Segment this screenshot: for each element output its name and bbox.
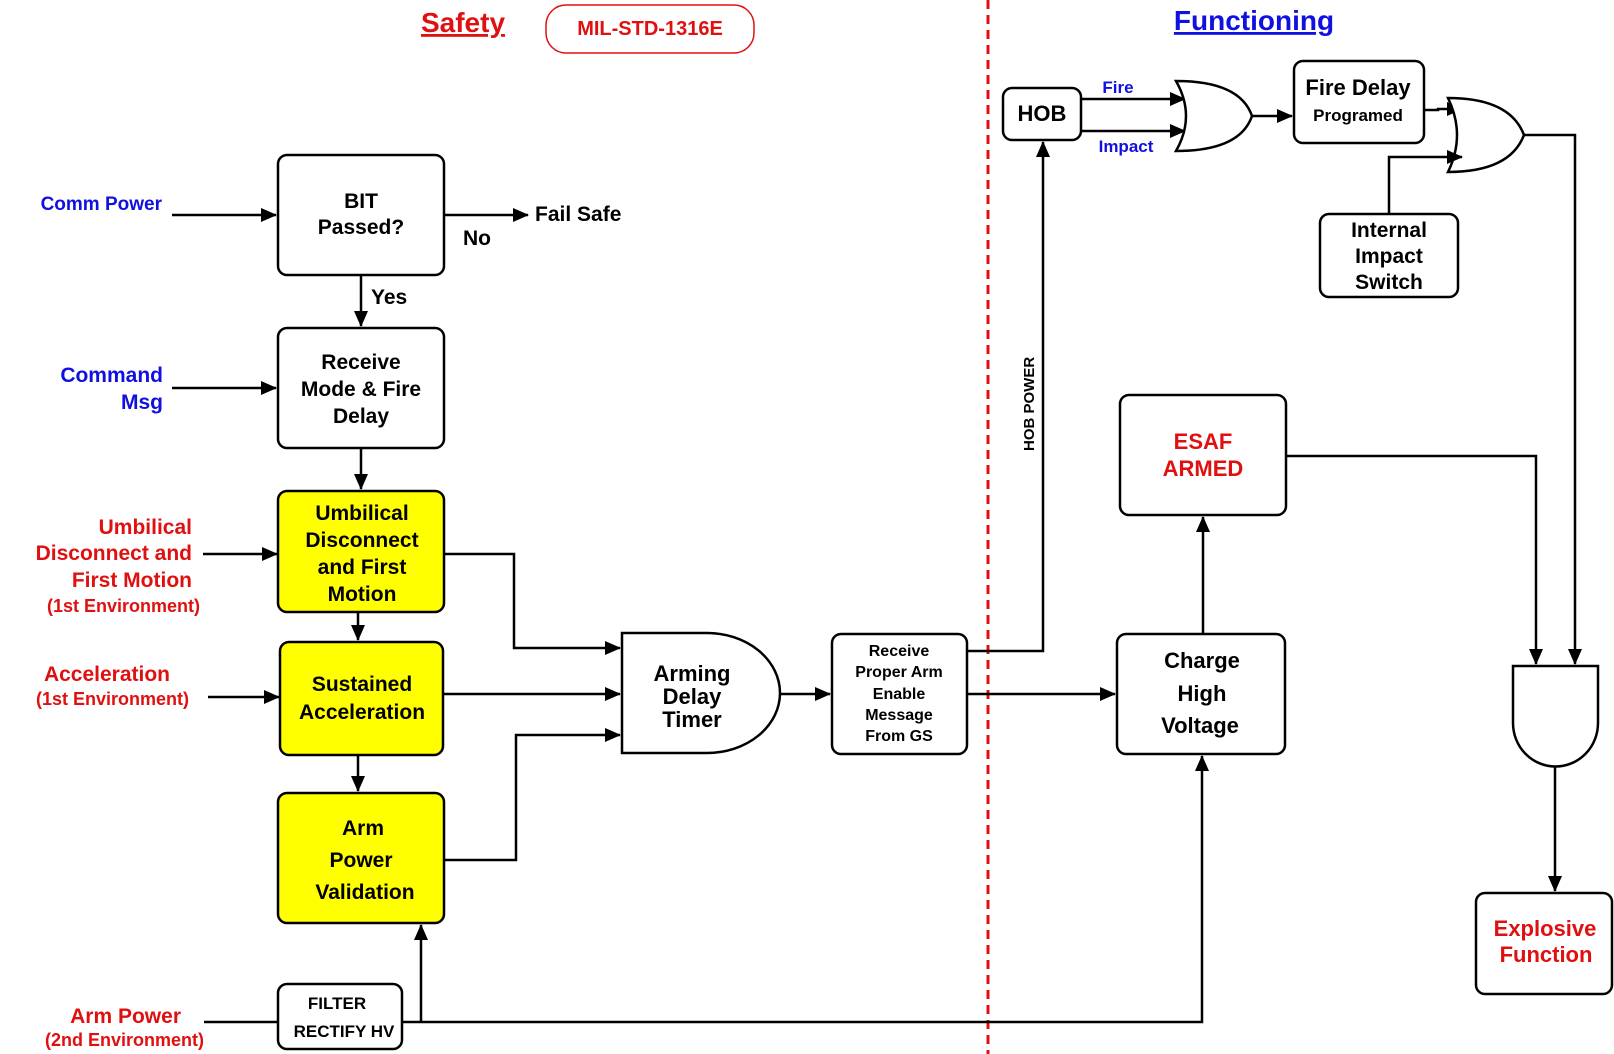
or-gate-1	[1173, 79, 1254, 153]
charge-line3: Voltage	[1161, 713, 1239, 738]
arm-power-val-line2: Power	[329, 849, 392, 872]
arm-val-to-timer-wire	[444, 728, 621, 862]
receive-arm-line3: Enable	[873, 686, 926, 703]
receive-mode-line3: Delay	[333, 405, 389, 428]
umbilical-block-line3: and First	[318, 556, 407, 579]
receive-mode-line1: Receive	[321, 351, 400, 374]
yes-label: Yes	[371, 286, 407, 309]
explosive-line2: Function	[1500, 942, 1593, 967]
acceleration-input-line1: Acceleration	[44, 663, 170, 686]
filter-block	[276, 982, 404, 1051]
impact-label: Impact	[1099, 137, 1154, 156]
charge-line1: Charge	[1164, 648, 1240, 673]
functioning-header: Functioning	[1174, 5, 1334, 36]
safety-header: Safety	[421, 7, 505, 38]
command-msg-line2: Msg	[121, 391, 163, 414]
arm-power-val-line1: Arm	[342, 817, 384, 840]
hob-label: HOB	[1018, 101, 1067, 126]
arming-timer-line2: Delay	[663, 684, 722, 709]
esaf-to-and-wire	[1286, 454, 1543, 665]
receive-arm-line1: Receive	[869, 643, 930, 660]
fire-delay-line1: Fire Delay	[1305, 75, 1411, 100]
internal-switch-line2: Impact	[1355, 245, 1423, 268]
arming-timer-line3: Timer	[662, 707, 722, 732]
umbilical-to-timer-wire	[444, 552, 621, 655]
umbilical-input-line4: (1st Environment)	[47, 596, 200, 616]
esaf-armed-block	[1118, 393, 1288, 517]
hob-power-label: HOB POWER	[1021, 357, 1038, 451]
bit-block	[276, 153, 446, 277]
esaf-line1: ESAF	[1174, 429, 1233, 454]
arming-delay-timer-gate	[620, 631, 782, 755]
or-gate-2-output-wire	[1524, 133, 1582, 665]
umbilical-block-line4: Motion	[328, 583, 397, 606]
bit-label-line2: Passed?	[318, 216, 404, 239]
charge-line2: High	[1178, 681, 1227, 706]
fire-delay-block	[1292, 59, 1426, 145]
fire-delay-line2: Programed	[1313, 106, 1403, 125]
internal-switch-block	[1318, 212, 1460, 299]
receive-arm-line2: Proper Arm	[855, 664, 942, 681]
sustained-block	[278, 640, 445, 757]
fire-delay-to-or2-wire	[1424, 102, 1463, 116]
arming-timer-line1: Arming	[654, 661, 731, 686]
arm-power-input-line2: (2nd Environment)	[45, 1030, 204, 1050]
filter-to-charge-wire	[402, 755, 1209, 1024]
umbilical-input-line3: First Motion	[72, 569, 192, 592]
receive-arm-line5: From GS	[865, 728, 933, 745]
or-gate-2	[1446, 96, 1526, 174]
internal-switch-line1: Internal	[1351, 219, 1427, 242]
explosive-function-block	[1474, 891, 1614, 996]
umbilical-block-line1: Umbilical	[315, 502, 408, 525]
comm-power-label: Comm Power	[41, 194, 163, 215]
acceleration-input-line2: (1st Environment)	[36, 689, 189, 709]
no-label: No	[463, 227, 491, 250]
standard-label: MIL-STD-1316E	[577, 18, 723, 40]
filter-line2: RECTIFY HV	[294, 1022, 395, 1041]
hob-power-wire	[967, 141, 1050, 653]
internal-switch-to-or2-wire	[1387, 150, 1463, 213]
fail-safe-label: Fail Safe	[535, 203, 621, 226]
charge-hv-block	[1115, 632, 1287, 756]
hob-block	[1001, 86, 1083, 142]
fire-label: Fire	[1102, 78, 1133, 97]
umbilical-input-line1: Umbilical	[99, 516, 192, 539]
receive-arm-line4: Message	[865, 707, 933, 724]
arm-power-val-line3: Validation	[315, 881, 414, 904]
receive-mode-line2: Mode & Fire	[301, 378, 421, 401]
explosive-line1: Explosive	[1494, 916, 1597, 941]
internal-switch-line3: Switch	[1355, 271, 1423, 294]
sustained-line1: Sustained	[312, 673, 412, 696]
umbilical-block-line2: Disconnect	[305, 529, 418, 552]
filter-line1: FILTER	[308, 994, 366, 1013]
arm-power-validation-block	[276, 791, 446, 925]
standard-badge	[545, 4, 755, 54]
final-and-gate	[1511, 664, 1600, 768]
umbilical-input-line2: Disconnect and	[36, 542, 192, 565]
command-msg-line1: Command	[60, 364, 163, 387]
esaf-line2: ARMED	[1163, 456, 1244, 481]
sustained-line2: Acceleration	[299, 701, 425, 724]
umbilical-block	[276, 489, 446, 614]
arm-power-input-line1: Arm Power	[70, 1005, 181, 1028]
bit-label-line1: BIT	[344, 190, 378, 213]
